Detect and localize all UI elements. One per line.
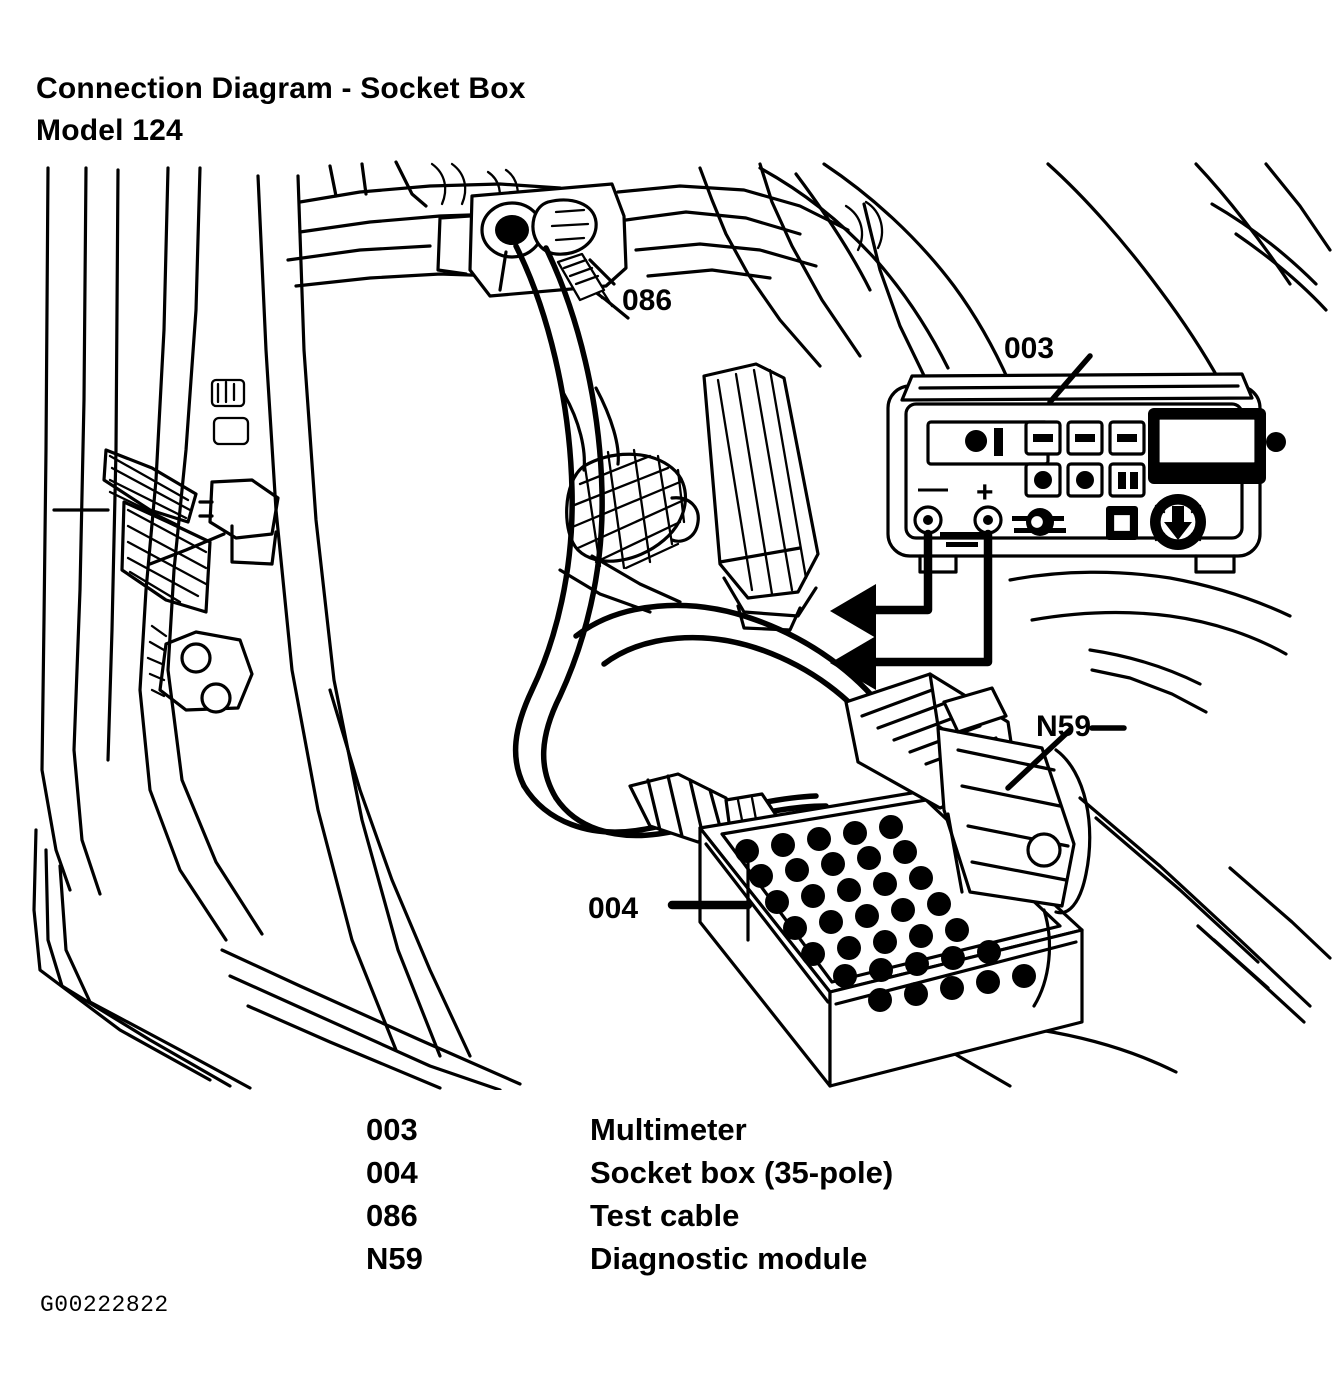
legend-description: Diagnostic module bbox=[590, 1241, 868, 1276]
leader-003 bbox=[1047, 353, 1093, 405]
legend-code: 086 bbox=[366, 1198, 418, 1233]
multimeter-positive-label: + bbox=[976, 476, 994, 509]
socket-box-004 bbox=[698, 788, 1084, 1088]
multimeter-003: — + bbox=[886, 372, 1286, 574]
footwell-background bbox=[32, 160, 1332, 1090]
multimeter-negative-label: — bbox=[918, 472, 948, 505]
title-line-primary: Connection Diagram - Socket Box bbox=[36, 72, 526, 105]
callout-004: 004 bbox=[588, 892, 638, 925]
legend-row: 086 Test cable bbox=[366, 1194, 1126, 1237]
connection-diagram-illustration: — + bbox=[32, 160, 1332, 1090]
callout-labels: 086 003 N59 004 bbox=[588, 284, 1091, 925]
arrow-negative-lead bbox=[830, 529, 933, 638]
title-line-model: Model 124 bbox=[36, 114, 183, 147]
connection-arrows bbox=[830, 529, 993, 690]
legend: 003 Multimeter 004 Socket box (35-pole) … bbox=[366, 1108, 1126, 1280]
legend-row: 004 Socket box (35-pole) bbox=[366, 1151, 1126, 1194]
legend-description: Multimeter bbox=[590, 1112, 747, 1147]
callout-086: 086 bbox=[622, 284, 672, 317]
legend-row: N59 Diagnostic module bbox=[366, 1237, 1126, 1280]
legend-description: Test cable bbox=[590, 1198, 740, 1233]
multimeter-display-screen bbox=[1156, 416, 1258, 466]
callout-n59: N59 bbox=[1036, 710, 1091, 743]
diagnostic-socket bbox=[436, 182, 630, 320]
legend-code: 003 bbox=[366, 1112, 418, 1147]
pedal-group bbox=[558, 362, 820, 632]
socket-pin-array bbox=[735, 815, 1036, 1012]
brake-pedal bbox=[565, 448, 700, 604]
diagnostic-module-n59 bbox=[844, 672, 1092, 1008]
legend-code: 004 bbox=[366, 1155, 418, 1190]
accelerator-pedal bbox=[702, 362, 820, 632]
figure-id: G00222822 bbox=[40, 1292, 169, 1318]
page-title: Connection Diagram - Socket Box Model 12… bbox=[36, 68, 936, 152]
callout-003: 003 bbox=[1004, 332, 1054, 365]
callout-leaders bbox=[667, 353, 1127, 942]
legend-description: Socket box (35-pole) bbox=[590, 1155, 894, 1190]
multimeter-button-grid bbox=[1024, 420, 1146, 498]
legend-code: N59 bbox=[366, 1241, 423, 1276]
test-cable-086 bbox=[512, 243, 887, 839]
arrow-positive-lead bbox=[830, 529, 993, 690]
legend-row: 003 Multimeter bbox=[366, 1108, 1126, 1151]
leader-n59 bbox=[1005, 727, 1073, 791]
